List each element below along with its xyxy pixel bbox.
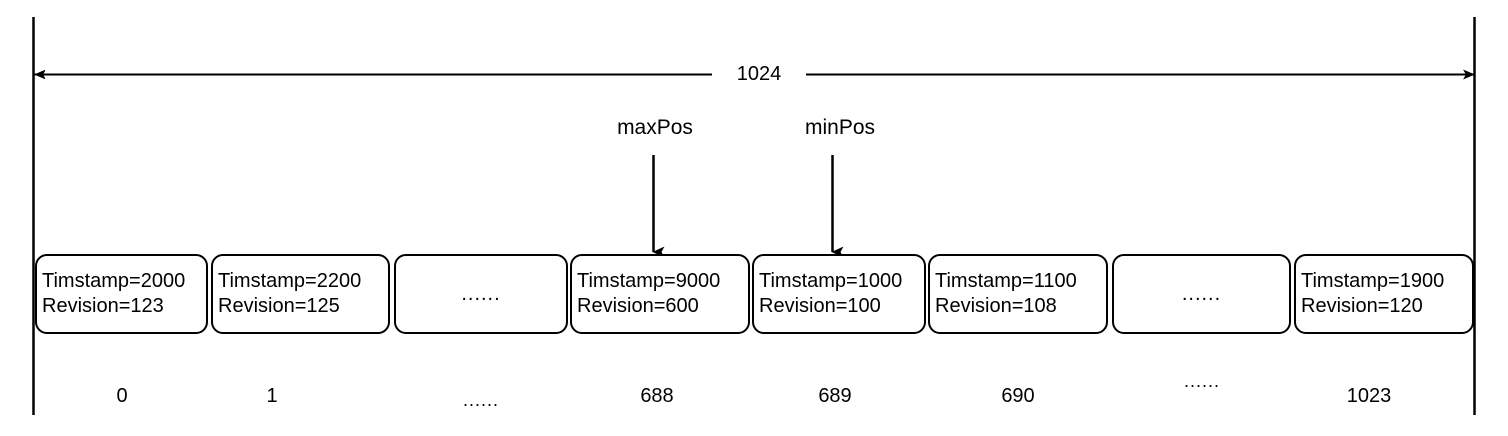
- slot-689-timestamp: Timstamp=1000: [759, 270, 903, 292]
- slot-box-689[interactable]: Timstamp=1000 Revision=100: [752, 254, 926, 334]
- slot-0-timestamp: Timstamp=2000: [42, 270, 186, 292]
- maxPos-label: maxPos: [617, 116, 693, 139]
- index-label-688: 688: [640, 385, 674, 407]
- slot-box-688[interactable]: Timstamp=9000 Revision=600: [570, 254, 750, 334]
- slot-ellipsis-left-label: ......: [461, 283, 501, 305]
- index-label-1: 1: [266, 385, 278, 407]
- slot-ellipsis-right-label: ......: [1181, 283, 1222, 305]
- slot-1-timestamp: Timstamp=2200: [218, 270, 362, 292]
- slot-box-1[interactable]: Timstamp=2200 Revision=125: [211, 254, 390, 334]
- index-label-690: 690: [1001, 385, 1035, 407]
- slot-690-revision: Revision=108: [935, 295, 1057, 317]
- slot-box-ellipsis-right[interactable]: ......: [1112, 254, 1291, 334]
- index-label-ellipsis-left: ......: [462, 390, 500, 410]
- index-label-ellipsis-right: ......: [1183, 371, 1221, 391]
- slot-1023-timestamp: Timstamp=1900: [1301, 270, 1445, 292]
- slot-box-1023[interactable]: Timstamp=1900 Revision=120: [1294, 254, 1474, 334]
- slot-0-revision: Revision=123: [42, 295, 164, 317]
- slot-688-timestamp: Timstamp=9000: [577, 270, 721, 292]
- index-label-689: 689: [818, 385, 852, 407]
- minPos-label: minPos: [804, 116, 876, 139]
- slot-688-revision: Revision=600: [577, 295, 699, 317]
- index-label-1023: 1023: [1346, 385, 1392, 407]
- slot-689-revision: Revision=100: [759, 295, 881, 317]
- slot-box-690[interactable]: Timstamp=1100 Revision=108: [928, 254, 1108, 334]
- slot-1-revision: Revision=125: [218, 295, 340, 317]
- slot-690-timestamp: Timstamp=1100: [935, 270, 1077, 292]
- slot-1023-revision: Revision=120: [1301, 295, 1423, 317]
- span-length-label: 1024: [712, 64, 806, 84]
- index-label-0: 0: [116, 385, 128, 407]
- slot-box-0[interactable]: Timstamp=2000 Revision=123: [35, 254, 208, 334]
- slot-box-ellipsis-left[interactable]: ......: [394, 254, 568, 334]
